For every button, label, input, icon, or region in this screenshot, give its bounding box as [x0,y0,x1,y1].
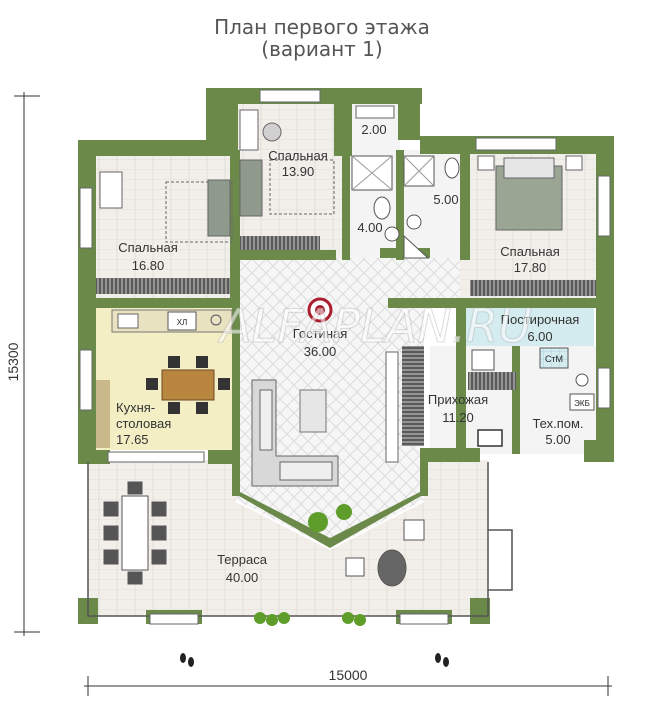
height-dimension-label: 15300 [5,342,21,381]
fridge-label: ХЛ [177,318,188,327]
room-area-terrace: 40.00 [226,570,259,585]
plan-subtitle: (вариант 1) [261,37,382,61]
room-name-living: Гостиная [293,326,348,341]
hall-bench [385,351,399,463]
dining-table-kitchen [146,356,230,414]
room-name-tech: Тех.пом. [532,416,583,431]
width-dimension [84,676,612,696]
height-dimension [14,92,40,636]
tank-icon [575,373,589,387]
room-name-laundry: Постирочная [501,312,580,327]
windows [79,89,611,625]
room-area-bath-b: 5.00 [433,192,458,207]
room-area-kitchen: 17.65 [116,432,149,447]
room-area-bath-a: 4.00 [357,220,382,235]
terrace-dining-table [103,481,167,585]
footprint-icons [180,653,449,667]
boiler-icon [569,393,595,411]
room-name-entry: Прихожая [428,392,488,407]
boiler-label: ЭКБ [574,399,590,408]
bathroom-fixtures [351,155,460,259]
room-area-bedroom-top: 13.90 [282,164,315,179]
washer-icon [539,347,569,369]
fridge-icon [167,311,197,331]
kitchen-counter: ХЛ [111,309,233,333]
room-area-hall-small: 2.00 [361,122,386,137]
bed-right [477,155,583,231]
terrace-lounge [345,519,425,587]
room-area-entry: 11.20 [442,410,474,425]
wardrobes [96,236,596,448]
bed-left [99,171,233,243]
laundry-sink-icon [471,349,495,371]
width-dimension-label: 15000 [329,667,368,683]
room-area-tech: 5.00 [545,432,570,447]
washer-label: СтМ [545,354,563,364]
room-name-bedroom-top: Спальная [268,148,327,163]
room-name-kitchen-line1: Кухня- [116,400,155,415]
room-name-kitchen-line2: столовая [116,416,171,431]
room-area-living: 36.00 [304,344,337,359]
plant-icons [254,504,366,626]
sofa-corner [251,379,339,487]
room-area-laundry: 6.00 [527,329,552,344]
room-name-bedroom-left: Спальная [118,240,177,255]
bed-top [239,109,335,217]
entry-mat [477,429,503,447]
fireplace-core-icon [315,305,325,315]
room-name-bedroom-right: Спальная [500,244,559,259]
room-area-bedroom-right: 17.80 [514,260,547,275]
room-area-bedroom-left: 16.80 [132,258,165,273]
coffee-table [299,389,327,433]
room-name-terrace: Терраса [217,552,268,567]
watermark-logo: ALFAPLAN.RU [217,299,532,353]
plan-title: План первого этажа [214,15,430,39]
